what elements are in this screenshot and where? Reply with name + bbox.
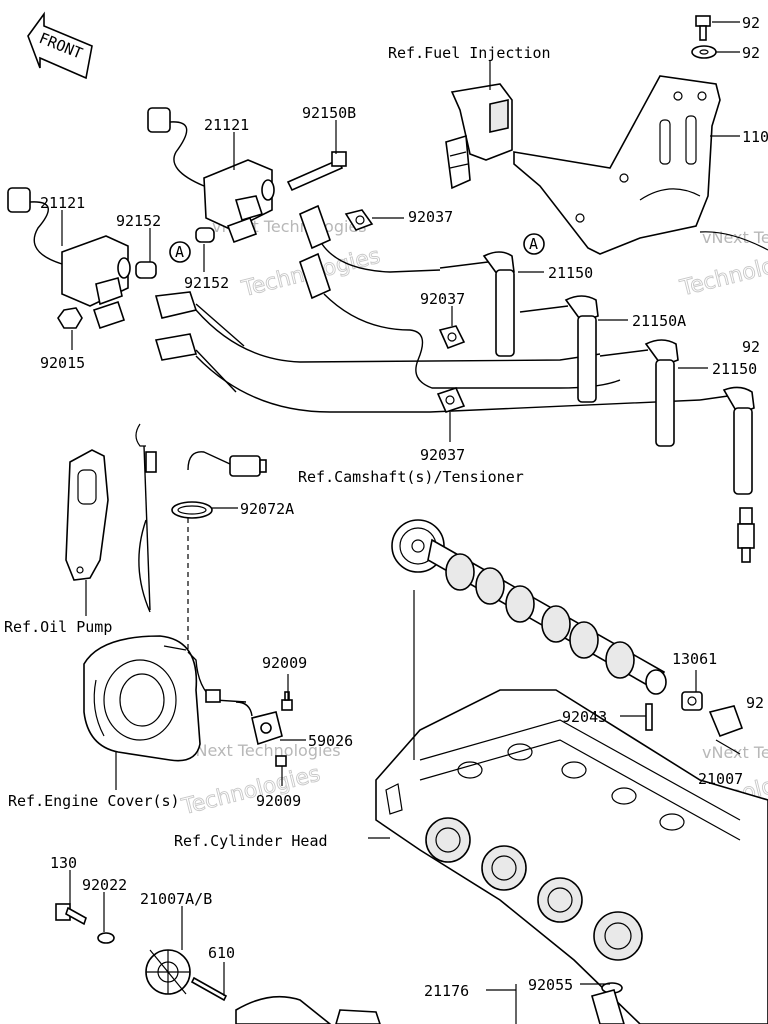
leader-lines [61, 60, 741, 1024]
label-part-92150b: 92150B [302, 104, 356, 122]
label-part-92037-top: 92037 [408, 208, 453, 226]
label-part-92-right2: 92 [746, 694, 764, 712]
dowel-pin-92043-icon [645, 703, 653, 731]
label-part-92072a: 92072A [240, 500, 294, 518]
ignition-coil-upper [147, 107, 275, 244]
front-arrow-icon: FRONT [27, 11, 93, 80]
label-ref-oil-pump: Ref.Oil Pump [4, 618, 112, 636]
svg-text:A: A [529, 235, 538, 253]
bolt-130-icon [55, 903, 87, 926]
label-ref-cylinder-head: Ref.Cylinder Head [174, 832, 328, 850]
label-part-92015: 92015 [40, 354, 85, 372]
label-part-92037-low: 92037 [420, 446, 465, 464]
bolt-92009-b-icon [275, 755, 287, 767]
plug-cap-21150 [439, 251, 515, 357]
cap-92152-a [135, 261, 157, 279]
watermark-brand-3: vNext Technologies [702, 228, 768, 247]
label-part-92009-a: 92009 [262, 654, 307, 672]
label-part-92022: 92022 [82, 876, 127, 894]
label-part-21007: 21007 [698, 770, 743, 788]
ht-lead-1 [298, 204, 441, 273]
label-part-610: 610 [208, 944, 235, 962]
label-part-13061: 13061 [672, 650, 717, 668]
bolt-top-right-icon [695, 15, 740, 41]
clamp-92037-mid-icon [438, 325, 466, 350]
clamp-92037-low-icon [436, 387, 466, 413]
oil-pressure-connector [187, 451, 267, 477]
spark-plug-icon [737, 507, 755, 563]
hose-clamp-92072a-icon [171, 501, 213, 519]
ht-lead-4 [154, 333, 701, 413]
cylinder-head [375, 689, 768, 1024]
crankshaft-partial [235, 995, 381, 1024]
label-part-21150a: 21150A [632, 312, 686, 330]
clamp-92037-top-icon [344, 209, 374, 231]
label-part-92009-b: 92009 [256, 792, 301, 810]
label-ref-camshaft: Ref.Camshaft(s)/Tensioner [298, 468, 524, 486]
coil-bracket [513, 75, 768, 255]
label-part-92x-washer: 92 [742, 44, 760, 62]
bolt-92009-a-icon [281, 691, 293, 711]
label-part-21176: 21176 [424, 982, 469, 1000]
washer-top-right-icon [691, 45, 740, 59]
cap-92152-b [195, 227, 215, 243]
label-part-21150-right: 21150 [712, 360, 757, 378]
washer-92022-icon [97, 932, 115, 944]
fitting-21176-icon [591, 989, 625, 1024]
label-part-92037-mid: 92037 [420, 290, 465, 308]
watermark-brand-2: vNext Technologies [186, 741, 341, 760]
watermark-brand-outline-2: Technologies [179, 762, 323, 821]
label-ref-fuel-injection: Ref.Fuel Injection [388, 44, 551, 62]
oil-pressure-switch-59026 [235, 701, 283, 746]
label-part-59026: 59026 [308, 732, 353, 750]
label-part-92043: 92043 [562, 708, 607, 726]
plug-cap-21150-b [599, 339, 679, 447]
label-part-92-right: 92 [742, 338, 760, 356]
bolt-92150b-icon [286, 151, 347, 192]
camshaft [391, 519, 667, 695]
ignition-coil-lower [7, 187, 131, 330]
ht-lead-3 [154, 291, 601, 363]
label-part-21121-upper: 21121 [204, 116, 249, 134]
plug-cap-21150a [519, 295, 599, 403]
oil-switch-wire [187, 651, 247, 703]
cam-cap-13061-icon [681, 691, 703, 711]
label-part-92152-b: 92152 [184, 274, 229, 292]
fuel-injection-module [445, 83, 513, 190]
watermark-brand-outline-3: Technologies [677, 243, 768, 302]
nut-92015-icon [57, 307, 83, 329]
label-part-21121-lower: 21121 [40, 194, 85, 212]
label-part-92x-top: 92 [742, 14, 760, 32]
label-part-21007ab: 21007A/B [140, 890, 212, 908]
watermark-brand-4: vNext Technologies [702, 743, 768, 762]
label-part-92055: 92055 [528, 976, 573, 994]
svg-text:A: A [175, 243, 184, 261]
marker-a-left: A [169, 241, 191, 263]
chain-guide-21007-icon [708, 705, 744, 738]
pin-610-icon [190, 976, 228, 1002]
marker-a-right: A [523, 233, 545, 255]
label-ref-engine-cover: Ref.Engine Cover(s) [8, 792, 180, 810]
label-part-21150: 21150 [548, 264, 593, 282]
label-part-92152-a: 92152 [116, 212, 161, 230]
timing-rotor-21007ab [145, 949, 191, 995]
oil-gauge-bracket [65, 449, 109, 581]
label-part-130: 130 [50, 854, 77, 872]
callout-labels: Ref.Fuel Injection 92 92 110 21121 92150… [4, 14, 768, 1000]
plug-cap-21150-c [699, 386, 755, 495]
label-part-110x: 110 [742, 128, 768, 146]
oil-dipstick [135, 423, 157, 613]
engine-cover [83, 635, 201, 762]
